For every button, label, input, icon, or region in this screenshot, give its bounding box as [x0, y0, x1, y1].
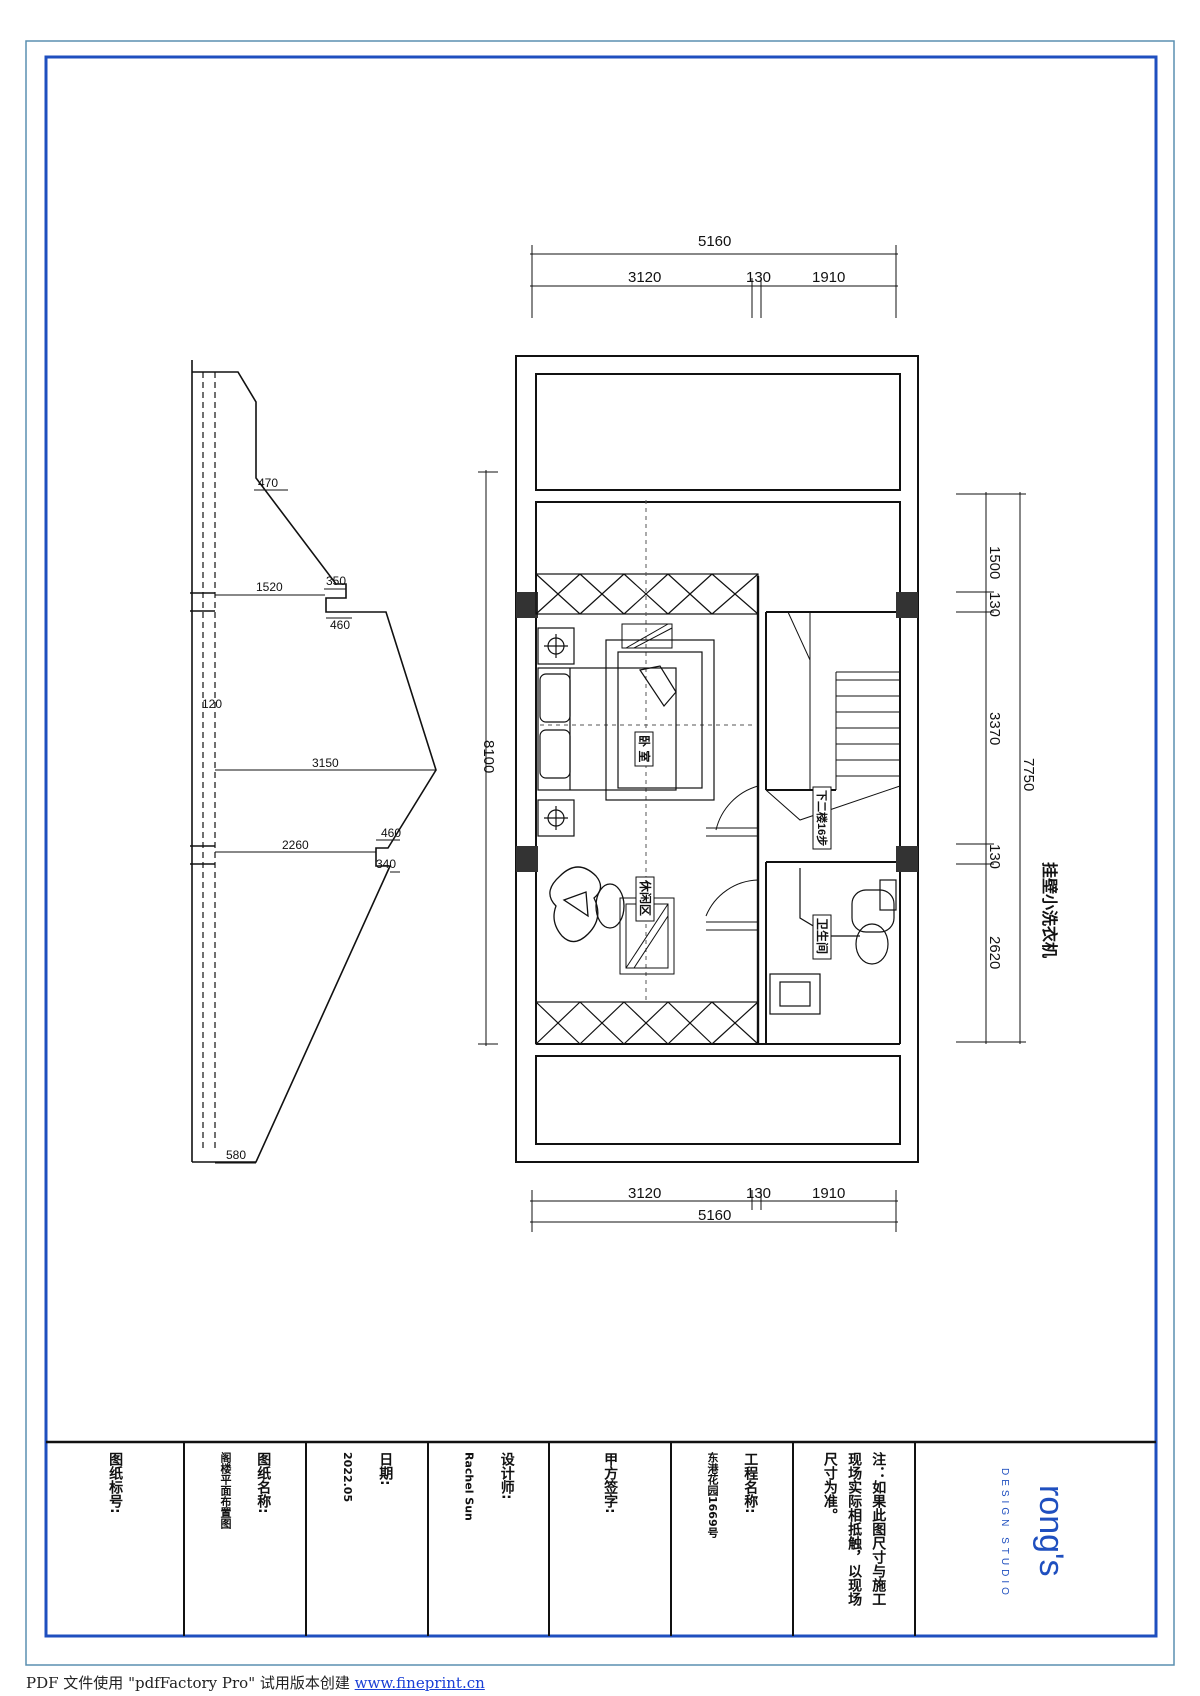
pdf-footer: PDF 文件使用 "pdfFactory Pro" 试用版本创建 www.fin…	[26, 1672, 485, 1693]
dim-right-130-a: 130	[986, 592, 1003, 617]
logo-sub: DESIGN STUDIO	[999, 1468, 1010, 1599]
dim-top-1910: 1910	[812, 269, 845, 286]
tb-note: 注：如果此图尺寸与施工 现场实际相抵触，以现场 尺寸为准。	[793, 1442, 915, 1636]
section-dim-3150: 3150	[312, 756, 339, 770]
tb-client-label: 甲方签字:	[602, 1452, 619, 1514]
doors	[705, 785, 759, 931]
coffee-table	[619, 897, 675, 975]
bottom-dimension-lines	[530, 1190, 898, 1232]
section-dim-580: 580	[226, 1148, 246, 1162]
tb-drawing-name-value: 阁楼平面布置图	[219, 1452, 233, 1529]
tb-designer-value: Rachel Sun	[462, 1452, 476, 1521]
section-dim-460-top: 460	[330, 618, 350, 632]
dim-right-130-b: 130	[986, 844, 1003, 869]
section-dim-350: 350	[326, 574, 346, 588]
plan-columns	[516, 592, 918, 872]
tb-project-label: 工程名称:	[742, 1452, 759, 1514]
logo-main: rong's	[1032, 1485, 1070, 1577]
washer-note: 挂壁小洗衣机	[1040, 862, 1059, 958]
top-dimension-lines	[530, 245, 898, 318]
tb-drawing-name-label: 图纸名称:	[255, 1452, 272, 1514]
section-dim-1520: 1520	[256, 580, 283, 594]
tb-date: 日期: 2022.05	[306, 1442, 428, 1636]
tb-drawing-no: 图纸标号:	[46, 1442, 184, 1636]
lounge-chair	[549, 866, 625, 943]
closet-bottom	[535, 1001, 759, 1045]
section-dim-460-bottom: 460	[381, 826, 401, 840]
footer-link[interactable]: www.fineprint.cn	[354, 1674, 485, 1692]
closet-top	[535, 573, 759, 615]
right-dimension-lines	[956, 492, 1026, 1044]
dim-bottom-130: 130	[746, 1185, 771, 1202]
section-dim-2260: 2260	[282, 838, 309, 852]
dim-right-total: 7750	[1020, 758, 1037, 791]
tb-date-label: 日期:	[377, 1452, 394, 1486]
title-block-grid	[183, 1442, 916, 1636]
section-profile	[190, 360, 437, 1163]
tb-note-line3: 尺寸为准。	[821, 1452, 838, 1522]
tb-note-line2: 现场实际相抵触，以现场	[846, 1452, 863, 1606]
tb-drawing-name: 图纸名称: 阁楼平面布置图	[184, 1442, 306, 1636]
footer-text: PDF 文件使用 "pdfFactory Pro" 试用版本创建	[26, 1674, 355, 1692]
dim-bottom-1910: 1910	[812, 1185, 845, 1202]
dim-right-2620: 2620	[986, 936, 1003, 969]
tb-note-line1: 注：如果此图尺寸与施工	[870, 1452, 887, 1606]
tb-designer: 设计师: Rachel Sun	[428, 1442, 549, 1636]
room-label-lounge: 休闲区	[638, 879, 653, 916]
section-dim-120: 120	[202, 697, 222, 711]
dim-right-1500: 1500	[986, 546, 1003, 579]
section-dim-340: 340	[376, 857, 396, 871]
outer-border	[25, 40, 1175, 1666]
dim-top-130: 130	[746, 269, 771, 286]
tb-project-value: 东港花园1669号	[706, 1452, 720, 1538]
section-dim-470: 470	[258, 476, 278, 490]
room-label-stairs: 下二楼16步	[815, 790, 829, 846]
dim-top-3120: 3120	[628, 269, 661, 286]
staircase	[765, 611, 901, 821]
tb-designer-label: 设计师:	[498, 1452, 515, 1500]
bathroom-fixtures	[769, 868, 897, 1015]
tb-drawing-no-label: 图纸标号:	[107, 1452, 124, 1514]
room-label-bathroom: 卫生间	[815, 918, 830, 954]
bed	[537, 639, 715, 801]
dim-left-8100: 8100	[480, 740, 497, 773]
room-label-bedroom: 卧 室	[637, 735, 652, 762]
dim-bottom-3120: 3120	[628, 1185, 661, 1202]
left-dimension-lines	[478, 470, 498, 1046]
tb-project: 工程名称: 东港花园1669号	[671, 1442, 793, 1636]
section-dimension-lines	[215, 489, 436, 1164]
dim-right-3370: 3370	[986, 712, 1003, 745]
tb-date-value: 2022.05	[341, 1452, 355, 1503]
dim-bottom-total: 5160	[698, 1207, 731, 1224]
inner-border	[44, 55, 1158, 1638]
bedside-tables	[537, 627, 575, 837]
tb-client: 甲方签字:	[549, 1442, 671, 1636]
dim-top-total: 5160	[698, 233, 731, 250]
